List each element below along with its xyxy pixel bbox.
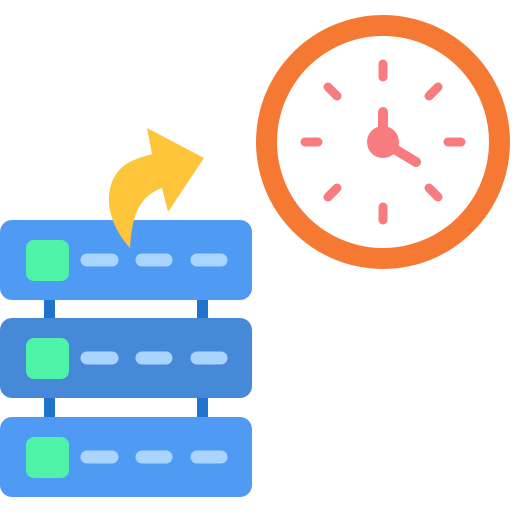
server-indicator — [26, 338, 69, 379]
clock-center — [367, 126, 399, 158]
server-unit-top — [0, 220, 252, 300]
server-indicator — [26, 240, 69, 281]
server-rack-icon — [0, 220, 252, 497]
clock-mark-130 — [424, 82, 443, 101]
clock-mark-430 — [424, 183, 443, 202]
clock-mark-730 — [323, 183, 342, 202]
clock-mark-1030 — [323, 82, 342, 101]
server-unit-middle — [0, 318, 252, 398]
server-indicator — [26, 437, 69, 478]
clock-icon — [256, 15, 510, 269]
upload-arrow-icon — [108, 128, 204, 248]
server-connectors — [44, 290, 208, 428]
clock-hour-marks — [300, 59, 466, 225]
server-unit-bottom — [0, 417, 252, 497]
